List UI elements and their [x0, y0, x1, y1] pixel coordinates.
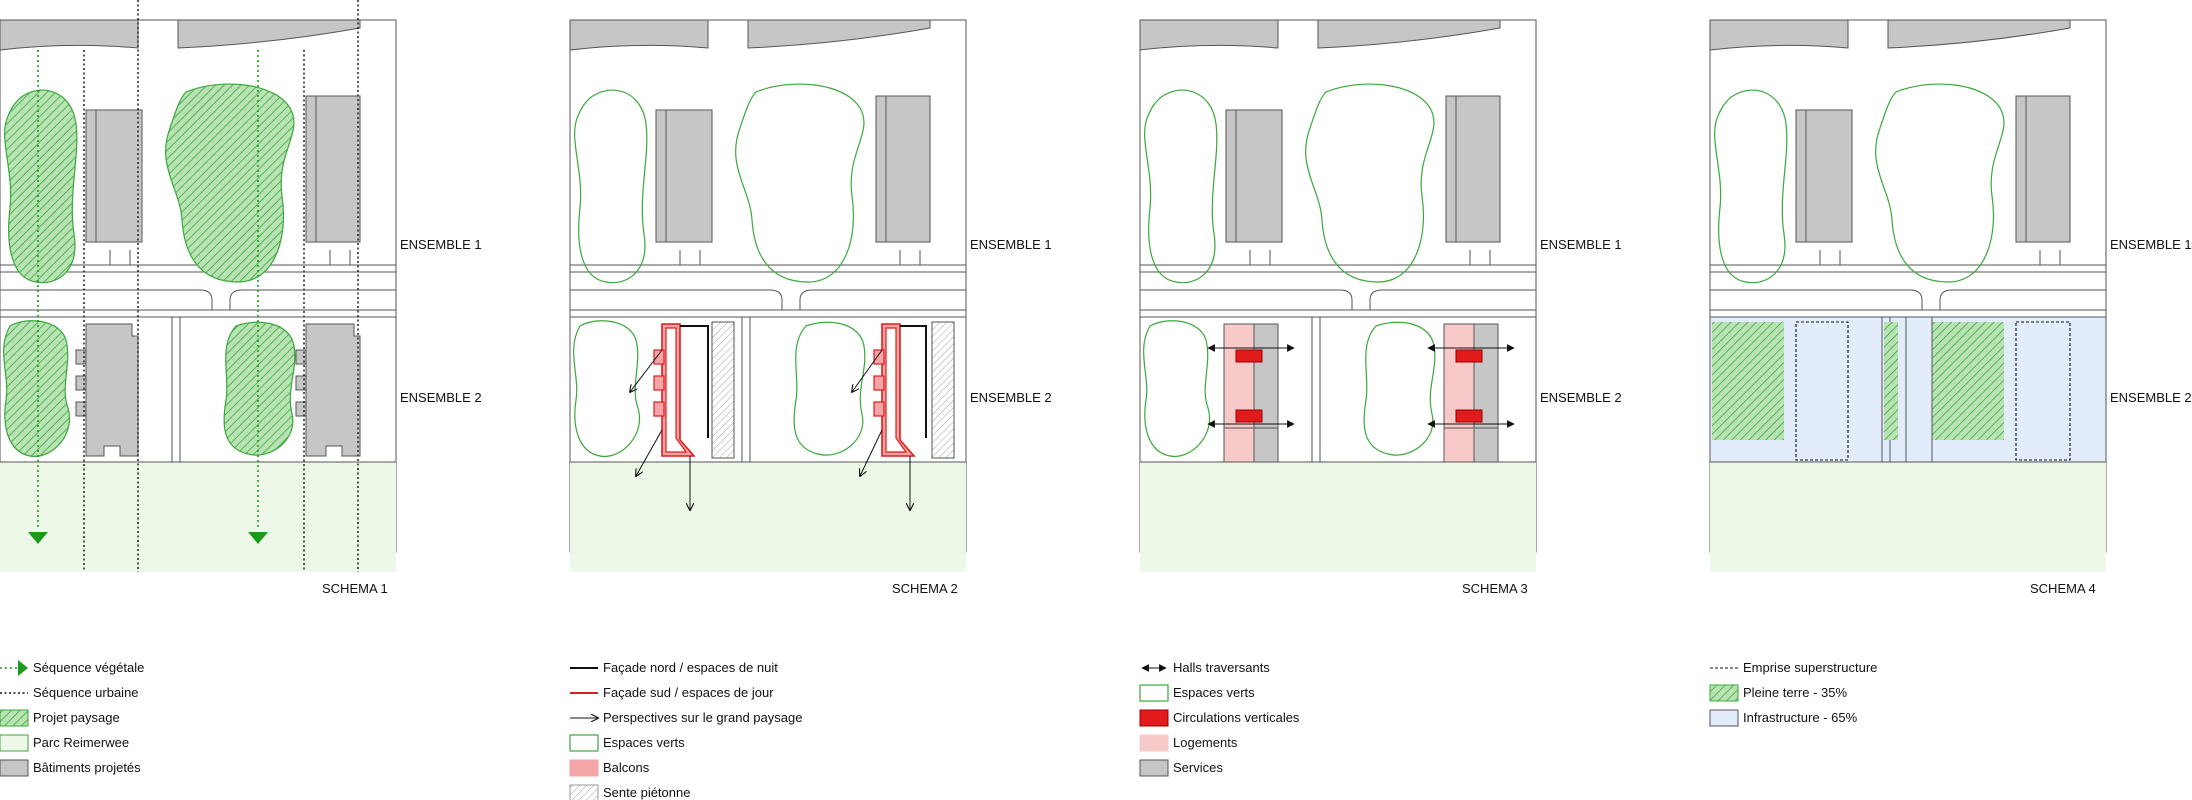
legend-landscape-project: Projet paysage [33, 710, 120, 725]
legend-symbol-green-spaces [1139, 684, 1169, 702]
legend-north-facade: Façade nord / espaces de nuit [603, 660, 778, 675]
legend-symbol-open-ground [1709, 684, 1739, 702]
green-space-outline [1305, 83, 1435, 283]
balcony [653, 401, 665, 417]
superstructure-footprint [1795, 321, 1849, 461]
open-ground [1932, 322, 2004, 440]
schema-3-ensemble-2-label: ENSEMBLE 2 [1540, 390, 1622, 405]
legend-infrastructure: Infrastructure - 65% [1743, 710, 1858, 725]
footpath [931, 321, 955, 459]
vertical-circulation [1235, 409, 1263, 423]
balcony [653, 375, 665, 391]
legend-services: Services [1173, 760, 1223, 775]
perspective-arrow [852, 349, 883, 392]
balcony [873, 349, 885, 365]
superstructure-footprint [2015, 321, 2071, 461]
legend-symbol-projected-buildings [0, 759, 29, 777]
schema-2-ensemble-2-label: ENSEMBLE 2 [970, 390, 1052, 405]
legend-symbol-vertical-circulation [1139, 709, 1169, 727]
schema-3-title: SCHEMA 3 [1462, 581, 1528, 596]
north-facade [680, 325, 709, 438]
balcony [873, 375, 885, 391]
green-space-outline [735, 83, 865, 283]
green-space-outline [1714, 89, 1788, 284]
schema-2-panel [569, 19, 967, 572]
schema-4-panel [1709, 19, 2107, 572]
landscape-blob [4, 89, 78, 284]
legend-reimerwee-park: Parc Reimerwee [33, 735, 130, 750]
legend-open-ground: Pleine terre - 35% [1743, 685, 1848, 700]
schema-3-ensemble-1-label: ENSEMBLE 1 [1540, 237, 1622, 252]
perspective-arrow [630, 349, 663, 392]
legend-symbol-reimerwee-park [0, 734, 29, 752]
services-block [1253, 323, 1279, 463]
landscape-blob [165, 83, 295, 283]
legend-footpath: Sente piétonne [603, 785, 691, 800]
schema-4-title: SCHEMA 4 [2030, 581, 2096, 596]
green-space-outline [1875, 83, 2005, 283]
legend-south-facade: Façade sud / espaces de jour [603, 685, 774, 700]
footpath [711, 321, 735, 459]
vertical-circulation [1455, 409, 1483, 423]
open-ground [1884, 322, 1898, 440]
north-facade [900, 325, 927, 438]
legend-balconies: Balcons [603, 760, 650, 775]
legend-symbol-vegetal-sequence [0, 660, 28, 676]
legend-symbol-footpath [569, 784, 599, 800]
legend-symbol-green-spaces [569, 734, 599, 752]
vegetal-sequence-arrow [248, 532, 268, 544]
ensemble-2-green-space [1143, 320, 1211, 457]
green-space-outline [574, 89, 648, 284]
housing-block [1223, 323, 1255, 463]
legend-urban-sequence: Séquence urbaine [33, 685, 139, 700]
balcony [873, 401, 885, 417]
perspective-arrow [860, 429, 883, 476]
schema-2-title: SCHEMA 2 [892, 581, 958, 596]
legend-symbol-balconies [569, 759, 599, 777]
schema-2-ensemble-1-label: ENSEMBLE 1 [970, 237, 1052, 252]
south-facade-inner [885, 327, 908, 453]
schema-4-ensemble-1-label: ENSEMBLE 1 [2110, 237, 2192, 252]
housing-block [1443, 323, 1475, 463]
legend-vertical-circulation: Circulations verticales [1173, 710, 1300, 725]
schema-1-ensemble-2-label: ENSEMBLE 2 [400, 390, 482, 405]
legend-housing: Logements [1173, 735, 1238, 750]
legend-symbol-landscape-project [0, 709, 29, 727]
services-block [1473, 323, 1499, 463]
legend-perspectives: Perspectives sur le grand paysage [603, 710, 803, 725]
legend-projected-buildings: Bâtiments projetés [33, 760, 141, 775]
perspective-arrow [636, 429, 663, 476]
open-ground [1712, 322, 1784, 440]
vegetal-sequence-arrow [28, 532, 48, 544]
schema-4-ensemble-2-label: ENSEMBLE 2 [2110, 390, 2192, 405]
legend-superstructure-footprint: Emprise superstructure [1743, 660, 1878, 675]
balcony [653, 349, 665, 365]
legend-symbol-housing [1139, 734, 1169, 752]
ensemble-2-green-space [3, 320, 71, 457]
green-space-outline [1144, 89, 1218, 284]
legend-symbol-services [1139, 759, 1169, 777]
schema-1-ensemble-1-label: ENSEMBLE 1 [400, 237, 482, 252]
legend-through-halls: Halls traversants [1173, 660, 1270, 675]
legend-green-spaces-3: Espaces verts [1173, 685, 1255, 700]
ensemble-2-green-space [1363, 321, 1436, 456]
ensemble-2-green-space [223, 321, 296, 456]
legend-symbol-infrastructure [1709, 709, 1739, 727]
ensemble-2-green-space [793, 321, 866, 456]
schema-1-panel [0, 0, 397, 572]
south-facade-inner [665, 327, 688, 453]
ensemble-2-green-space [573, 320, 641, 457]
legend-green-spaces-2: Espaces verts [603, 735, 685, 750]
legend-vegetal-sequence: Séquence végétale [33, 660, 145, 675]
vertical-circulation [1235, 349, 1263, 363]
schema-1-title: SCHEMA 1 [322, 581, 388, 596]
schema-3-panel [1139, 19, 1537, 572]
vertical-circulation [1455, 349, 1483, 363]
